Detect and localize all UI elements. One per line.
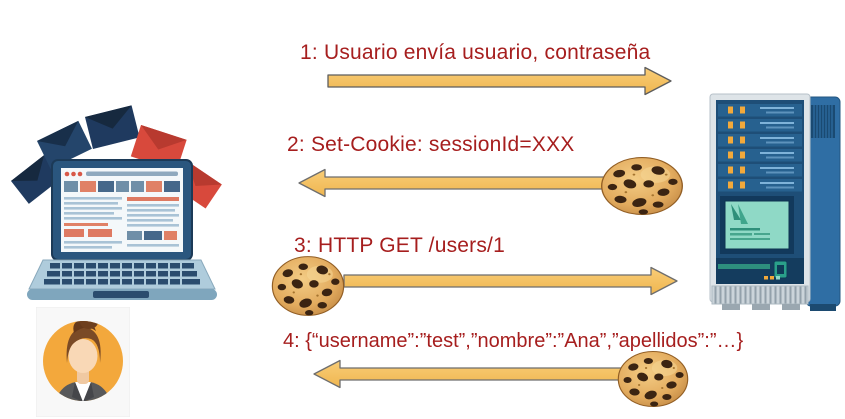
server-vent-grille <box>811 105 835 138</box>
arrow-right-icon <box>343 266 678 296</box>
cookie-chips <box>607 164 678 215</box>
cookie-crumbs <box>624 173 668 197</box>
user-avatar-icon <box>36 307 130 417</box>
avatar-person <box>54 321 112 401</box>
message-1-label: 1: Usuario envía usuario, contraseña <box>300 41 651 64</box>
server-illustration <box>708 92 842 314</box>
cookie-icon <box>616 350 690 408</box>
server-bottom-vent <box>711 285 809 305</box>
webpage-lines <box>127 204 179 227</box>
arrow-left-icon <box>298 168 641 198</box>
user-avatar <box>36 307 130 417</box>
cookie-chips <box>277 263 340 316</box>
webpage-lines <box>64 197 122 220</box>
arrow-left-icon <box>313 359 634 389</box>
webpage-blocks <box>64 181 180 192</box>
envelope-icon <box>85 105 140 150</box>
envelope-icon <box>37 120 92 169</box>
cookie-icon <box>270 255 346 317</box>
laptop-emails-icon <box>11 105 222 300</box>
server-tower-icon <box>709 93 841 311</box>
message-4-arrow-left <box>312 359 634 389</box>
message-3-arrow-right <box>343 266 679 296</box>
cookie-icon <box>599 156 685 216</box>
server-foot <box>810 304 836 311</box>
server-monitor <box>720 196 794 254</box>
message-3-label: 3: HTTP GET /users/1 <box>294 234 505 257</box>
arrow-right-icon <box>327 66 672 96</box>
cookie-crumbs <box>292 273 331 297</box>
server-rack-rows <box>718 104 802 192</box>
laptop-key-gaps <box>41 262 203 285</box>
client-laptop-illustration <box>5 103 235 310</box>
message-2-arrow-left <box>297 168 641 198</box>
message-4-label: 4: {“username”:”test”,”nombre”:”Ana”,”ap… <box>283 330 744 352</box>
message-2-label: 2: Set-Cookie: sessionId=XXX <box>287 133 575 156</box>
cookie-chips <box>623 358 684 407</box>
laptop-touchpad <box>93 291 149 298</box>
cookie-crumbs <box>637 367 675 389</box>
message-1-arrow-right <box>327 66 673 96</box>
server-lower-panel <box>716 258 804 284</box>
server-feet <box>722 304 800 310</box>
